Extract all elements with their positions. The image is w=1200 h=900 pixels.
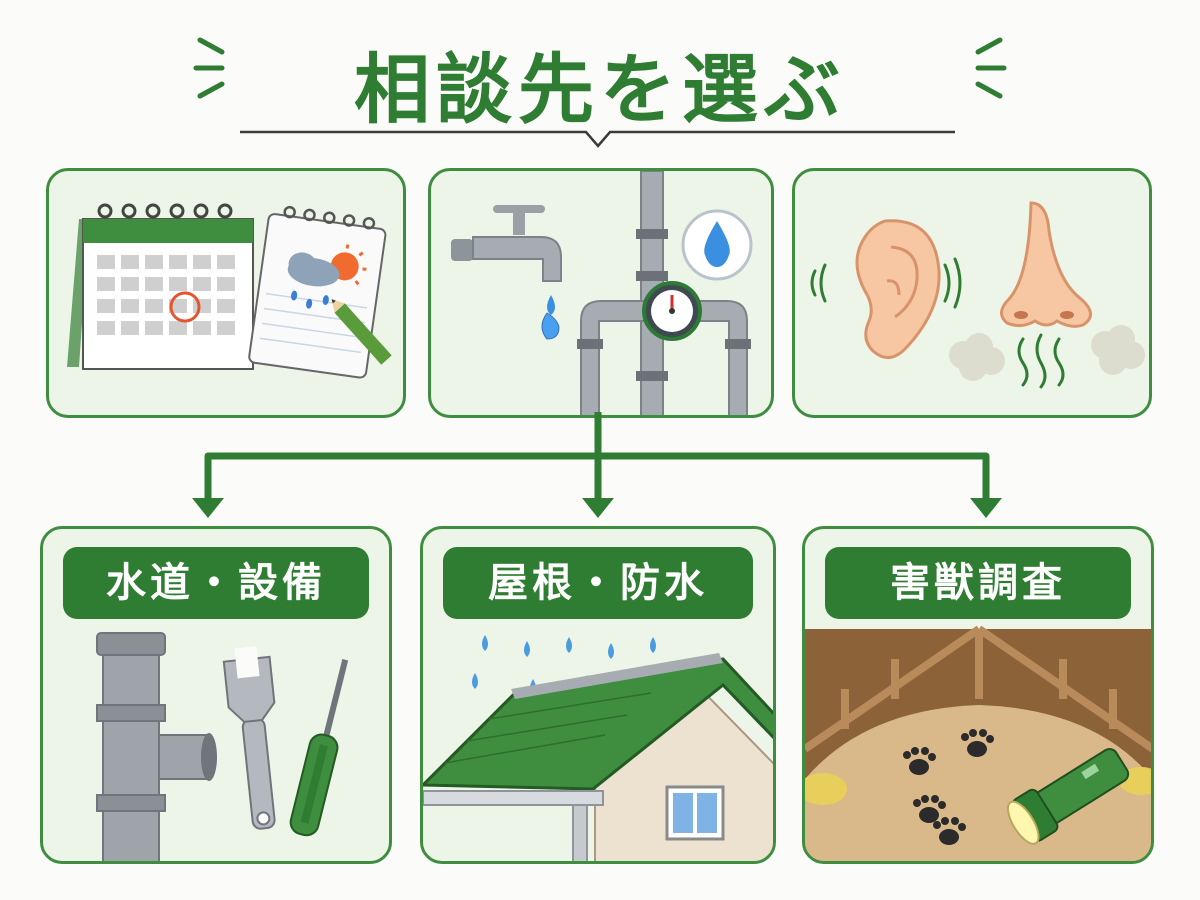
attic-pawprint-flashlight-icon	[805, 625, 1151, 861]
arrow-down-center-icon	[582, 498, 614, 518]
calendar-weather-icon	[67, 203, 392, 379]
faucet-pipe-meter-icon	[451, 171, 753, 415]
house-roof-rain-icon	[423, 635, 773, 861]
right-sparkle-icon	[975, 37, 1007, 99]
category-panel-pest[interactable]: 害獣調査	[802, 526, 1154, 864]
flashlight-icon	[1006, 748, 1130, 845]
symptom-panel-sense[interactable]	[792, 168, 1152, 418]
ear-nose-smell-icon	[810, 201, 1145, 389]
category-label: 水道・設備	[63, 547, 369, 619]
symptom-panel-schedule[interactable]	[46, 168, 406, 418]
category-label: 害獣調査	[825, 547, 1131, 619]
category-label: 屋根・防水	[443, 547, 753, 619]
branch-connector	[192, 412, 1002, 518]
left-sparkle-icon	[193, 37, 225, 99]
category-panel-roof[interactable]: 屋根・防水	[420, 526, 776, 864]
symptom-panel-water[interactable]	[428, 168, 774, 418]
pawprint-icon	[903, 729, 994, 845]
category-panel-plumbing[interactable]: 水道・設備	[40, 526, 392, 864]
arrow-down-left-icon	[192, 498, 224, 518]
pipe-wrench-screwdriver-icon	[96, 632, 349, 861]
title-underline	[240, 130, 955, 148]
title-decoration	[193, 37, 1007, 148]
arrow-down-right-icon	[970, 498, 1002, 518]
title-block: 相談先を選ぶ	[0, 0, 1200, 160]
page-title: 相談先を選ぶ	[354, 45, 846, 134]
